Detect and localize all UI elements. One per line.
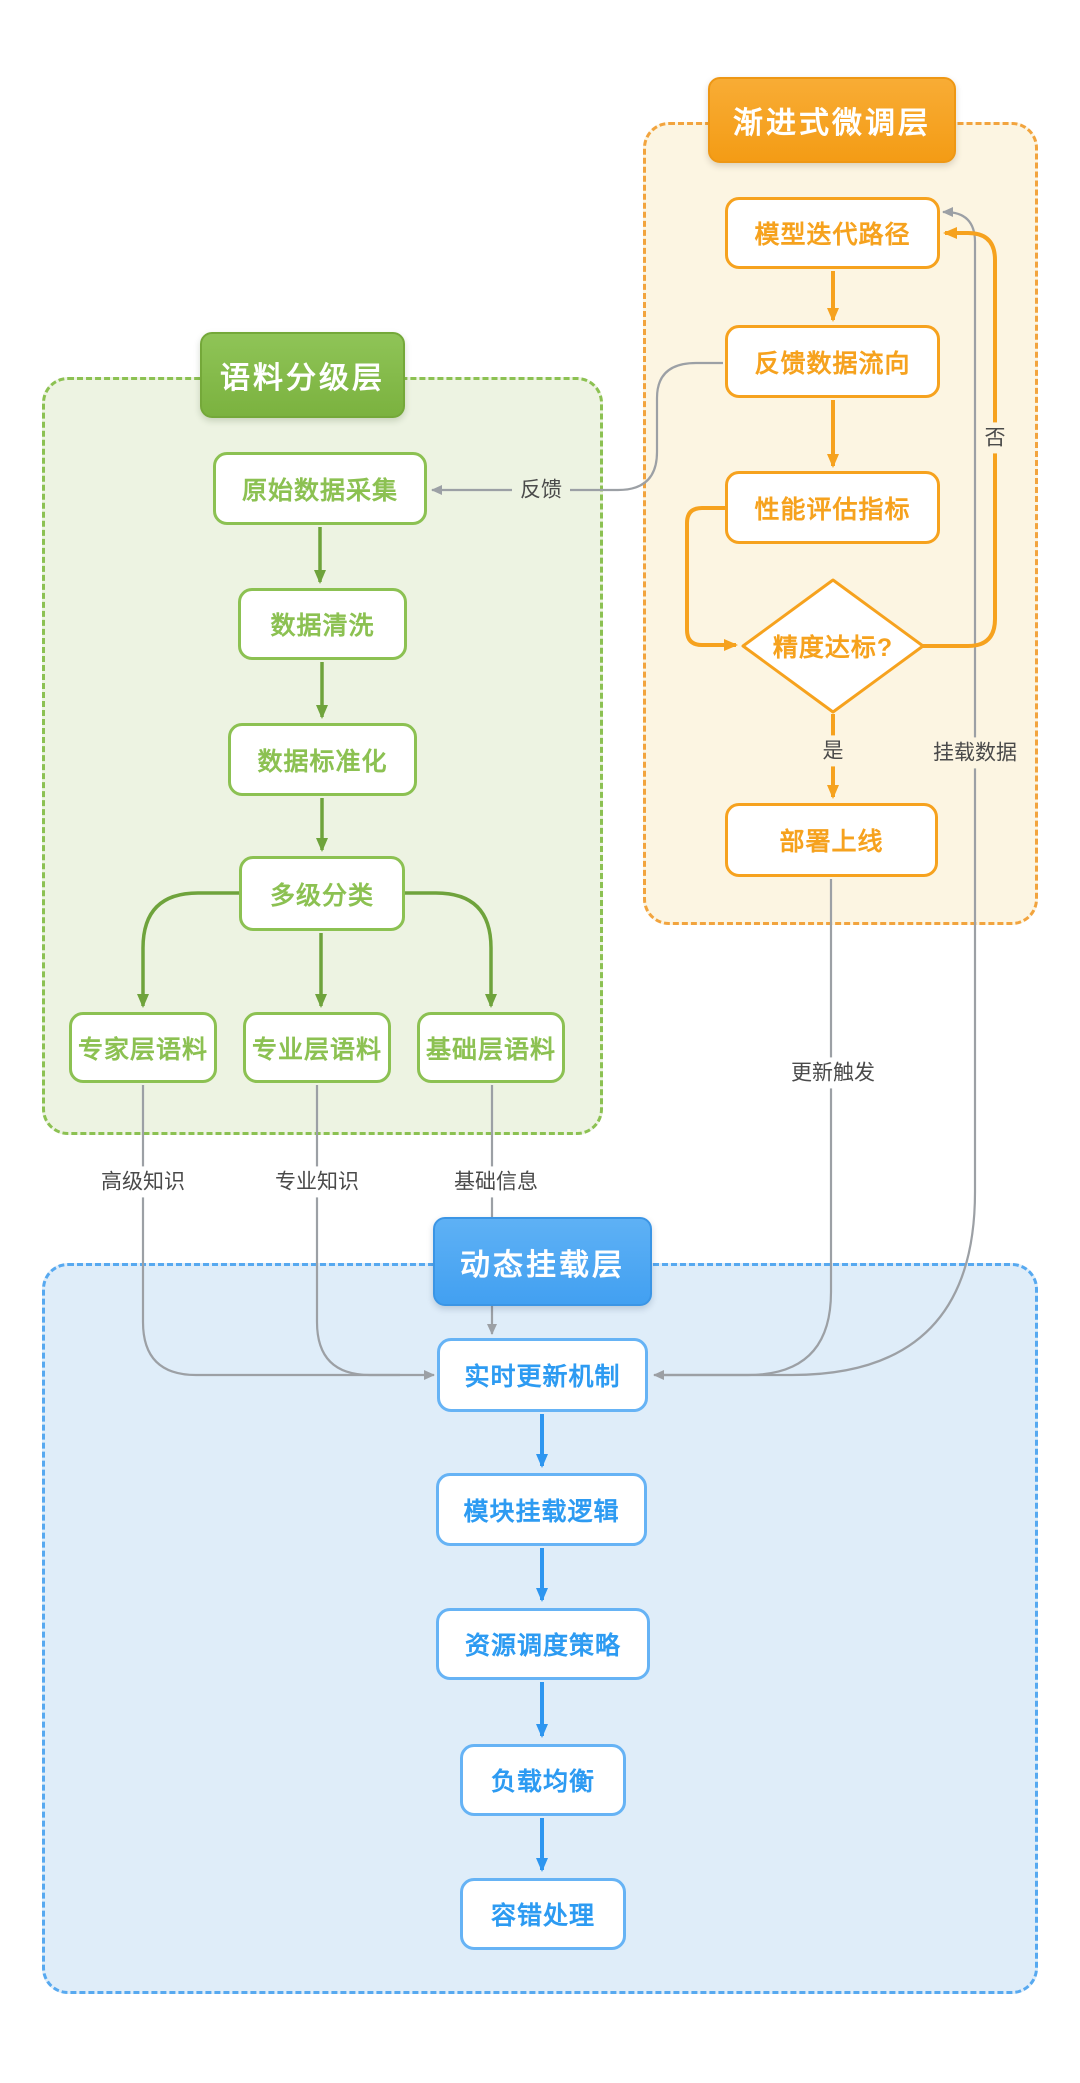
node-clean: 数据清洗 <box>238 588 407 660</box>
node-multi-class: 多级分类 <box>239 856 405 931</box>
node-multi-class-label: 多级分类 <box>269 881 374 910</box>
edge-label-yes: 是 <box>814 735 852 767</box>
edge-label-professional-knowledge: 专业知识 <box>267 1166 367 1198</box>
group-header-mount: 动态挂载层 <box>433 1217 652 1306</box>
node-deploy: 部署上线 <box>725 803 938 877</box>
node-model-iteration: 模型迭代路径 <box>725 197 940 269</box>
edge-metrics-to-check <box>685 506 738 651</box>
edge-label-feedback: 反馈 <box>512 474 570 506</box>
node-perf-metrics: 性能评估指标 <box>725 471 940 544</box>
group-header-corpus-label: 语料分级层 <box>220 362 385 395</box>
edge-professional-knowledge <box>315 1085 400 1377</box>
edge-label-no: 否 <box>976 422 1014 454</box>
node-accuracy-check: 精度达标? <box>743 580 923 712</box>
node-raw-collect: 原始数据采集 <box>213 452 427 525</box>
group-header-finetune-label: 渐进式微调层 <box>733 107 931 140</box>
group-header-finetune: 渐进式微调层 <box>708 77 956 163</box>
node-basic-corpus-label: 基础层语料 <box>425 1035 556 1064</box>
node-module-mount: 模块挂载逻辑 <box>436 1473 647 1546</box>
edge-classify-to-basic <box>405 891 497 1008</box>
node-realtime-update-label: 实时更新机制 <box>464 1363 621 1391</box>
node-standardize-label: 数据标准化 <box>257 747 388 776</box>
node-expert-corpus: 专家层语料 <box>69 1012 217 1083</box>
group-header-mount-label: 动态挂载层 <box>460 1248 625 1282</box>
node-feedback-flow-label: 反馈数据流向 <box>754 349 911 378</box>
node-expert-corpus-label: 专家层语料 <box>77 1035 208 1064</box>
edge-classify-to-expert <box>137 891 239 1008</box>
edge-update-trigger <box>653 879 833 1380</box>
node-resource-sched: 资源调度策略 <box>436 1608 650 1680</box>
node-pro-corpus-label: 专业层语料 <box>251 1035 382 1064</box>
node-feedback-flow: 反馈数据流向 <box>725 325 940 398</box>
node-standardize: 数据标准化 <box>228 723 417 796</box>
edge-mount-data <box>656 207 977 1377</box>
edge-label-update-trigger: 更新触发 <box>783 1057 883 1089</box>
node-accuracy-check-label: 精度达标? <box>772 634 894 662</box>
node-basic-corpus: 基础层语料 <box>417 1012 565 1083</box>
node-load-balance: 负载均衡 <box>460 1744 626 1816</box>
node-model-iteration-label: 模型迭代路径 <box>754 221 911 249</box>
node-pro-corpus: 专业层语料 <box>243 1012 391 1083</box>
edge-label-mount-data: 挂载数据 <box>925 737 1025 769</box>
node-load-balance-label: 负载均衡 <box>490 1768 595 1796</box>
node-realtime-update: 实时更新机制 <box>437 1338 648 1412</box>
node-clean-label: 数据清洗 <box>270 612 375 640</box>
node-module-mount-label: 模块挂载逻辑 <box>463 1497 620 1526</box>
edge-feedback <box>431 361 723 495</box>
node-deploy-label: 部署上线 <box>779 828 884 856</box>
edge-advanced-knowledge <box>141 1085 435 1380</box>
node-resource-sched-label: 资源调度策略 <box>464 1632 621 1660</box>
node-perf-metrics-label: 性能评估指标 <box>754 495 911 524</box>
edge-label-advanced-knowledge: 高级知识 <box>93 1166 193 1198</box>
node-fault-tolerance: 容错处理 <box>460 1878 626 1950</box>
decision-diamond-shape <box>741 578 925 714</box>
edge-label-basic-info: 基础信息 <box>446 1166 546 1198</box>
group-header-corpus: 语料分级层 <box>200 332 405 418</box>
node-raw-collect-label: 原始数据采集 <box>241 476 398 505</box>
node-fault-tolerance-label: 容错处理 <box>490 1902 595 1930</box>
